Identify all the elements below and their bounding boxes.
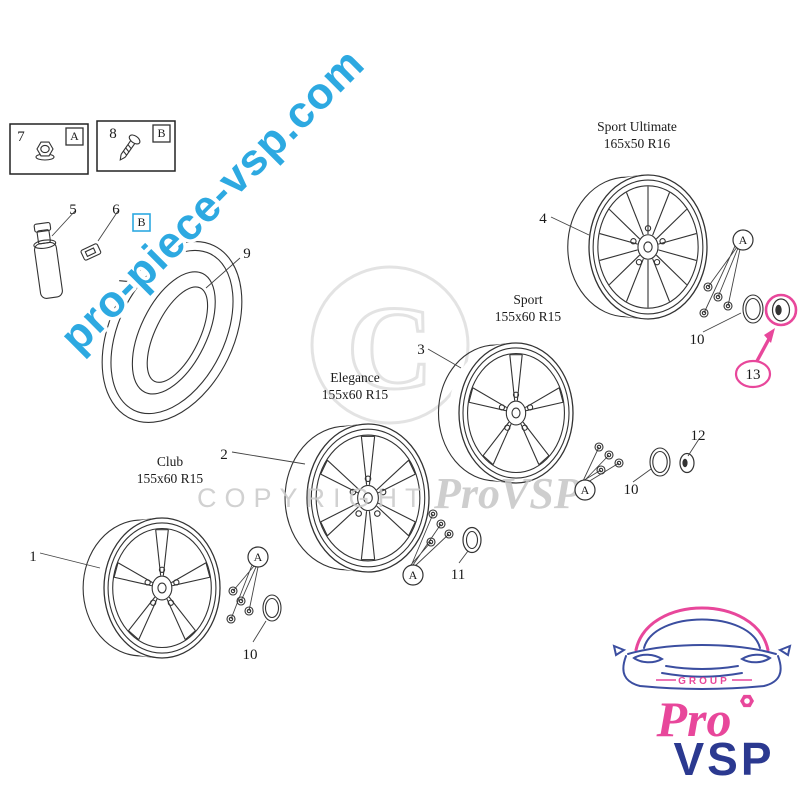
callout-a-wheel2: A [402, 564, 424, 586]
svg-text:B: B [137, 215, 145, 229]
highlighted-badge-b: B [132, 213, 151, 232]
logo-pro-text: Pro [656, 691, 732, 747]
lug-nuts-wheel2 [426, 509, 454, 547]
part-number-6: 6 [112, 202, 120, 218]
wheel-elegance-drawing [284, 423, 430, 573]
legend-badge-b: B [157, 126, 165, 140]
part-number-13: 13 [746, 367, 761, 383]
highlight-item-13: 13 [734, 293, 798, 389]
svg-text:A: A [581, 483, 590, 497]
part-number-2: 2 [220, 447, 228, 463]
wheel-name-elegance: Elegance [330, 370, 379, 385]
watermark-c-letter: C [347, 281, 434, 414]
part-number-1: 1 [29, 549, 37, 565]
site-watermark-diagonal: pro-piece-vsp.com [51, 39, 374, 362]
wheel-sport-ultimate-drawing [567, 174, 708, 320]
wheel-sport-drawing [437, 342, 574, 484]
part-number-11: 11 [451, 567, 465, 583]
label-leader-lines [39, 210, 742, 643]
part-number-5: 5 [69, 202, 77, 218]
wheel-name-club: Club [157, 454, 184, 469]
part-number-10-wheel4: 10 [690, 332, 705, 348]
wheel-club-drawing [82, 517, 221, 659]
copyright-watermark-text: COPYRIGHT [197, 483, 430, 513]
hexagon-nut-icon [740, 694, 754, 708]
center-cap-12 [679, 452, 695, 474]
lug-nuts-wheel1 [226, 586, 254, 624]
part-number-10-wheel1: 10 [243, 647, 258, 663]
wheel-name-sport-ultimate: Sport Ultimate [597, 119, 677, 134]
wheel-size-elegance: 155x60 R15 [322, 387, 389, 402]
part-number-3: 3 [417, 342, 425, 358]
logo-group-label: GROUP [678, 676, 730, 687]
wheel-size-sport-ultimate: 165x50 R16 [604, 136, 671, 151]
svg-text:A: A [254, 550, 263, 564]
legend-badge-a: A [70, 129, 79, 143]
wheel-size-club: 155x60 R15 [137, 471, 204, 486]
callout-a-wheel3: A [574, 479, 596, 501]
callout-a-wheel4: A [732, 229, 754, 251]
fan-lines-wheel4 [703, 245, 741, 314]
svg-text:A: A [409, 568, 418, 582]
provsp-watermark-script: ProVSP [433, 469, 582, 518]
sealant-bottle-drawing [33, 221, 63, 299]
lug-nuts-wheel4 [699, 282, 733, 318]
center-cap-13 [771, 298, 791, 322]
part-number-8: 8 [109, 126, 117, 142]
fan-lines-wheel1 [230, 564, 259, 620]
part-number-10-wheel3: 10 [624, 482, 639, 498]
part-number-9: 9 [243, 246, 251, 262]
lug-nuts-wheel3 [594, 442, 624, 475]
legend-box-7: A 7 [9, 123, 89, 175]
part-number-4: 4 [539, 211, 547, 227]
screw-icon [119, 134, 141, 161]
copyright-c-watermark: C [310, 265, 470, 425]
wheel-size-sport: 155x60 R15 [495, 309, 562, 324]
trim-ring-wheel3 [649, 447, 671, 477]
callout-a-wheel1: A [247, 546, 269, 568]
car-sketch-icon [612, 606, 792, 690]
legend-box-8: B 8 [96, 120, 176, 172]
svg-text:A: A [739, 233, 748, 247]
part-number-7: 7 [17, 129, 25, 145]
nut-icon [35, 141, 55, 161]
provsp-logo: GROUP Pro VSP [612, 606, 792, 785]
logo-vsp-text: VSP [673, 733, 774, 785]
fan-lines-wheel2 [408, 513, 450, 568]
trim-ring-wheel1 [262, 594, 282, 622]
tire-drawing [99, 240, 243, 424]
clip-drawing [80, 243, 102, 261]
center-cap-11 [462, 526, 482, 554]
trim-ring-wheel4 [742, 294, 764, 324]
fan-lines-wheel3 [580, 446, 620, 483]
part-number-12: 12 [691, 428, 706, 444]
wheel-name-sport: Sport [513, 292, 543, 307]
